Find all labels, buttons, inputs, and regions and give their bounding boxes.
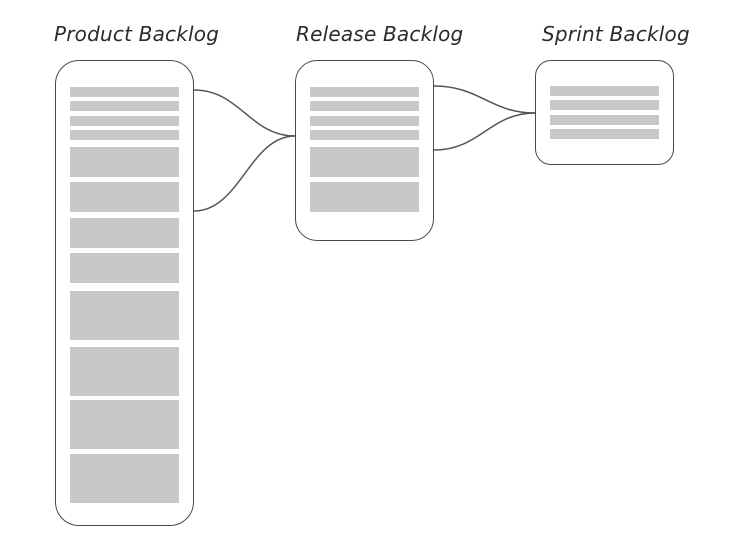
connector-product-to-release-bottom bbox=[193, 135, 296, 212]
product-backlog-item bbox=[70, 454, 179, 503]
product-backlog-item bbox=[70, 347, 179, 396]
connector-release-to-sprint-top bbox=[433, 85, 536, 114]
product-backlog-item bbox=[70, 147, 179, 177]
release-backlog-item bbox=[310, 101, 419, 111]
product-backlog-item bbox=[70, 182, 179, 212]
sprint-backlog-title: Sprint Backlog bbox=[542, 22, 690, 46]
product-backlog-item bbox=[70, 101, 179, 111]
connector-product-to-release-top bbox=[193, 89, 296, 137]
sprint-backlog-item bbox=[550, 129, 659, 139]
product-backlog-item bbox=[70, 253, 179, 283]
connector-release-to-sprint-bottom bbox=[433, 112, 536, 151]
release-backlog-item bbox=[310, 130, 419, 140]
product-backlog-item bbox=[70, 87, 179, 97]
release-backlog-item bbox=[310, 147, 419, 177]
release-backlog-title: Release Backlog bbox=[296, 22, 464, 46]
sprint-backlog-item bbox=[550, 100, 659, 110]
product-backlog-item bbox=[70, 218, 179, 248]
release-backlog-box bbox=[295, 60, 434, 241]
product-backlog-item bbox=[70, 116, 179, 126]
release-backlog-item bbox=[310, 182, 419, 212]
product-backlog-item bbox=[70, 291, 179, 340]
release-backlog-item bbox=[310, 116, 419, 126]
product-backlog-item bbox=[70, 400, 179, 449]
release-backlog-item bbox=[310, 87, 419, 97]
sprint-backlog-item bbox=[550, 115, 659, 125]
product-backlog-title: Product Backlog bbox=[54, 22, 220, 46]
product-backlog-item bbox=[70, 130, 179, 140]
product-backlog-box bbox=[55, 60, 194, 526]
sprint-backlog-item bbox=[550, 86, 659, 96]
sprint-backlog-box bbox=[535, 60, 674, 165]
